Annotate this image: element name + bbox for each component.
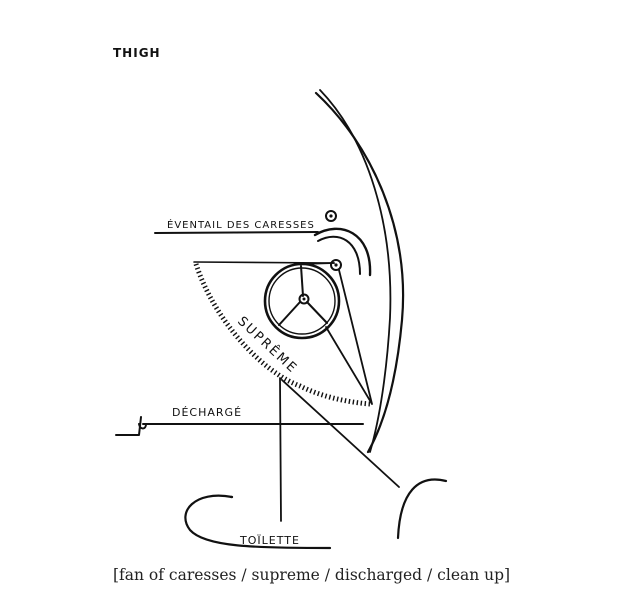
belt: [301, 262, 373, 405]
vertical-rod: [279, 377, 282, 522]
label-discharged: DÉCHARGÉ: [172, 406, 242, 419]
fan-hatched-arc: [193, 263, 371, 407]
fan-baseline: [154, 231, 319, 234]
fan-arc: [313, 227, 372, 277]
diagonal-rod: [281, 379, 400, 488]
discharged-lever: [115, 416, 147, 436]
figure-caption: [fan of caresses / supreme / discharged …: [113, 566, 511, 584]
label-fan: ÉVENTAIL DES CARESSES: [167, 218, 315, 231]
fan-pivot: [325, 210, 337, 222]
thigh-outline-inner: [319, 89, 392, 453]
fan-top-pivot: [330, 259, 342, 271]
page-title: THIGH: [113, 46, 161, 60]
wheel-spokes: [278, 265, 328, 326]
right-curve: [396, 478, 448, 540]
label-supreme: SUPRÊME: [234, 313, 301, 377]
label-toilette: TOÏLETTE: [239, 534, 300, 547]
wheel-hub: [298, 293, 310, 305]
toilette-loop: [184, 494, 332, 550]
